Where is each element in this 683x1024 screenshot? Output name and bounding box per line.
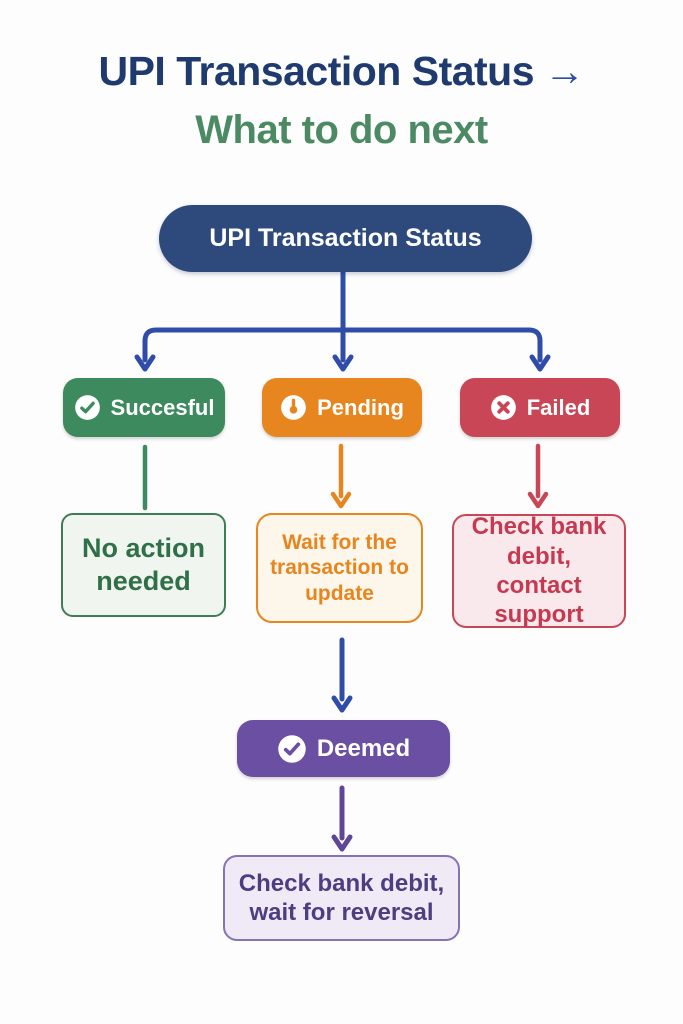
- page-title: UPI Transaction Status→: [0, 48, 683, 95]
- check-circle-icon: [74, 394, 101, 421]
- action-wait-for-reversal: Check bank debit, wait for reversal: [223, 855, 460, 941]
- arrowhead-failed-action: [527, 491, 549, 509]
- status-label: Succesful: [110, 394, 215, 420]
- action-no-action-needed: No action needed: [61, 513, 226, 617]
- arrowhead-to-failed: [529, 354, 551, 372]
- page-title-text: UPI Transaction Status: [98, 48, 535, 94]
- node-status-failed: Failed: [460, 378, 620, 437]
- status-label: Failed: [526, 394, 591, 420]
- action-wait-for-update: Wait for the transaction to update: [256, 513, 423, 623]
- arrowhead-deemed-action: [331, 834, 353, 852]
- check-circle-icon: [277, 734, 307, 764]
- node-status-deemed: Deemed: [237, 720, 450, 777]
- arrowhead-to-pending: [332, 354, 354, 372]
- arrowhead-to-deemed: [331, 695, 353, 713]
- status-label: Pending: [317, 394, 404, 420]
- arrowhead-to-successful: [134, 354, 156, 372]
- node-upi-transaction-status: UPI Transaction Status: [159, 205, 532, 272]
- node-status-pending: Pending: [262, 378, 422, 437]
- page-subtitle: What to do next: [195, 108, 488, 152]
- action-contact-support: Check bank debit, contact support: [452, 513, 626, 628]
- clock-icon: [280, 394, 307, 421]
- node-status-successful: Succesful: [63, 378, 225, 437]
- right-arrow-glyph: →: [544, 48, 585, 94]
- status-label: Deemed: [316, 734, 411, 762]
- x-circle-icon: [490, 394, 517, 421]
- connector-fanout-bar: [142, 327, 543, 363]
- arrowhead-pending-action: [330, 491, 352, 509]
